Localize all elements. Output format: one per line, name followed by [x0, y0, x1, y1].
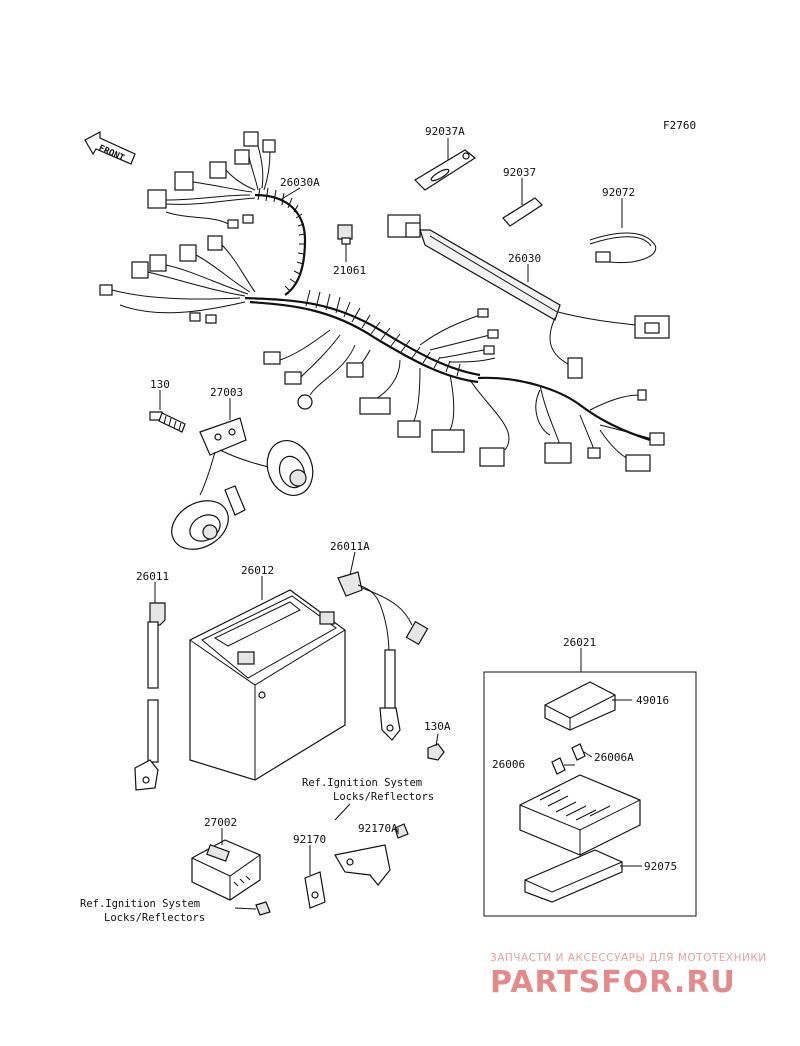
- label-26021: 26021: [563, 636, 596, 649]
- front-arrow-icon: FRONT: [84, 131, 136, 165]
- leader-lines: [154, 138, 642, 910]
- label-26011A: 26011A: [330, 540, 370, 553]
- label-92037: 92037: [503, 166, 536, 179]
- battery-26012: [189, 589, 346, 781]
- label-26006A: 26006A: [594, 751, 634, 764]
- ref-upper-line2: Locks/Reflectors: [333, 791, 434, 803]
- bolt-130: [149, 411, 186, 433]
- label-26012: 26012: [241, 564, 274, 577]
- label-27002: 27002: [204, 816, 237, 829]
- clip-21061: [337, 224, 353, 245]
- watermark-tagline: ЗАПЧАСТИ И АКСЕССУАРЫ ДЛЯ МОТОТЕХНИКИ: [490, 952, 767, 964]
- label-130: 130: [150, 378, 170, 391]
- label-130A: 130A: [424, 720, 451, 733]
- part-labels: 92037A 92037 92072 26030A 21061 26030 13…: [136, 125, 677, 873]
- wiring-harness-26030: [387, 214, 670, 379]
- ref-upper-line1: Ref.Ignition System: [302, 777, 422, 789]
- label-26030A: 26030A: [280, 176, 320, 189]
- label-92072: 92072: [602, 186, 635, 199]
- label-92170A: 92170A: [358, 822, 398, 835]
- bracket-92170: [255, 871, 326, 916]
- label-26006: 26006: [492, 758, 525, 771]
- horn-27003: [171, 417, 314, 550]
- bracket-92170A: [334, 823, 409, 886]
- label-26011: 26011: [136, 570, 169, 583]
- watermark-brand: PARTSFOR.RU: [490, 965, 736, 1000]
- relay-27002: [191, 839, 261, 901]
- ref-lower-line2: Locks/Reflectors: [104, 912, 205, 924]
- label-26030: 26030: [508, 252, 541, 265]
- fuse-box-group-26021: [483, 671, 697, 917]
- nut-130A: [427, 743, 445, 761]
- label-27003: 27003: [210, 386, 243, 399]
- label-49016: 49016: [636, 694, 669, 707]
- battery-cable-26011: [134, 602, 166, 791]
- reference-notes: Ref.Ignition System Locks/Reflectors Ref…: [80, 777, 434, 924]
- battery-cable-26011A: [337, 571, 429, 741]
- label-92037A: 92037A: [425, 125, 465, 138]
- band-92037: [502, 197, 543, 227]
- band-92037A: [414, 149, 477, 191]
- watermark: ЗАПЧАСТИ И АКСЕССУАРЫ ДЛЯ МОТОТЕХНИКИ PA…: [490, 952, 767, 1000]
- label-92170: 92170: [293, 833, 326, 846]
- figure-code: F2760: [663, 119, 696, 132]
- label-21061: 21061: [333, 264, 366, 277]
- cable-tie-92072: [589, 232, 657, 264]
- wiring-harness-26030A: [99, 131, 665, 472]
- ref-lower-line1: Ref.Ignition System: [80, 898, 200, 910]
- label-92075: 92075: [644, 860, 677, 873]
